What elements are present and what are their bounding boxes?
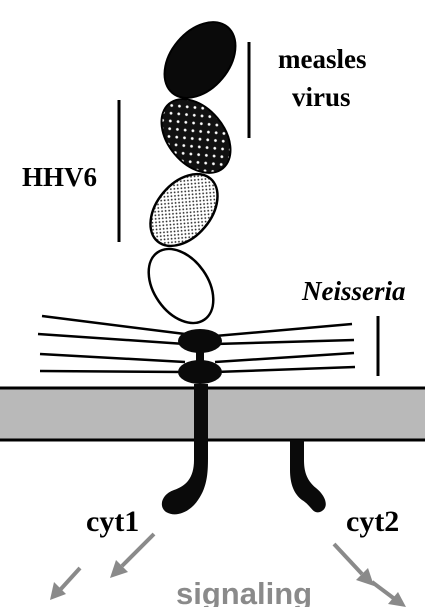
measles-virus-label-line1: measles	[278, 44, 366, 74]
hhv6-label: HHV6	[22, 162, 97, 192]
stalk-region	[178, 329, 222, 384]
scr-domains	[135, 8, 249, 335]
scr1-domain	[150, 8, 250, 111]
neisseria-label: Neisseria	[301, 276, 406, 306]
cyt1-label: cyt1	[86, 505, 139, 538]
measles-virus-label-line2: virus	[292, 82, 351, 112]
cytoplasmic-tail-cyt2	[290, 440, 326, 512]
signaling-label: signaling	[176, 576, 312, 607]
scr4-domain	[135, 237, 226, 335]
scr2-domain	[148, 86, 245, 186]
cyt2-label: cyt2	[346, 505, 399, 538]
cell-membrane	[0, 388, 425, 440]
scr3-domain	[137, 161, 231, 259]
